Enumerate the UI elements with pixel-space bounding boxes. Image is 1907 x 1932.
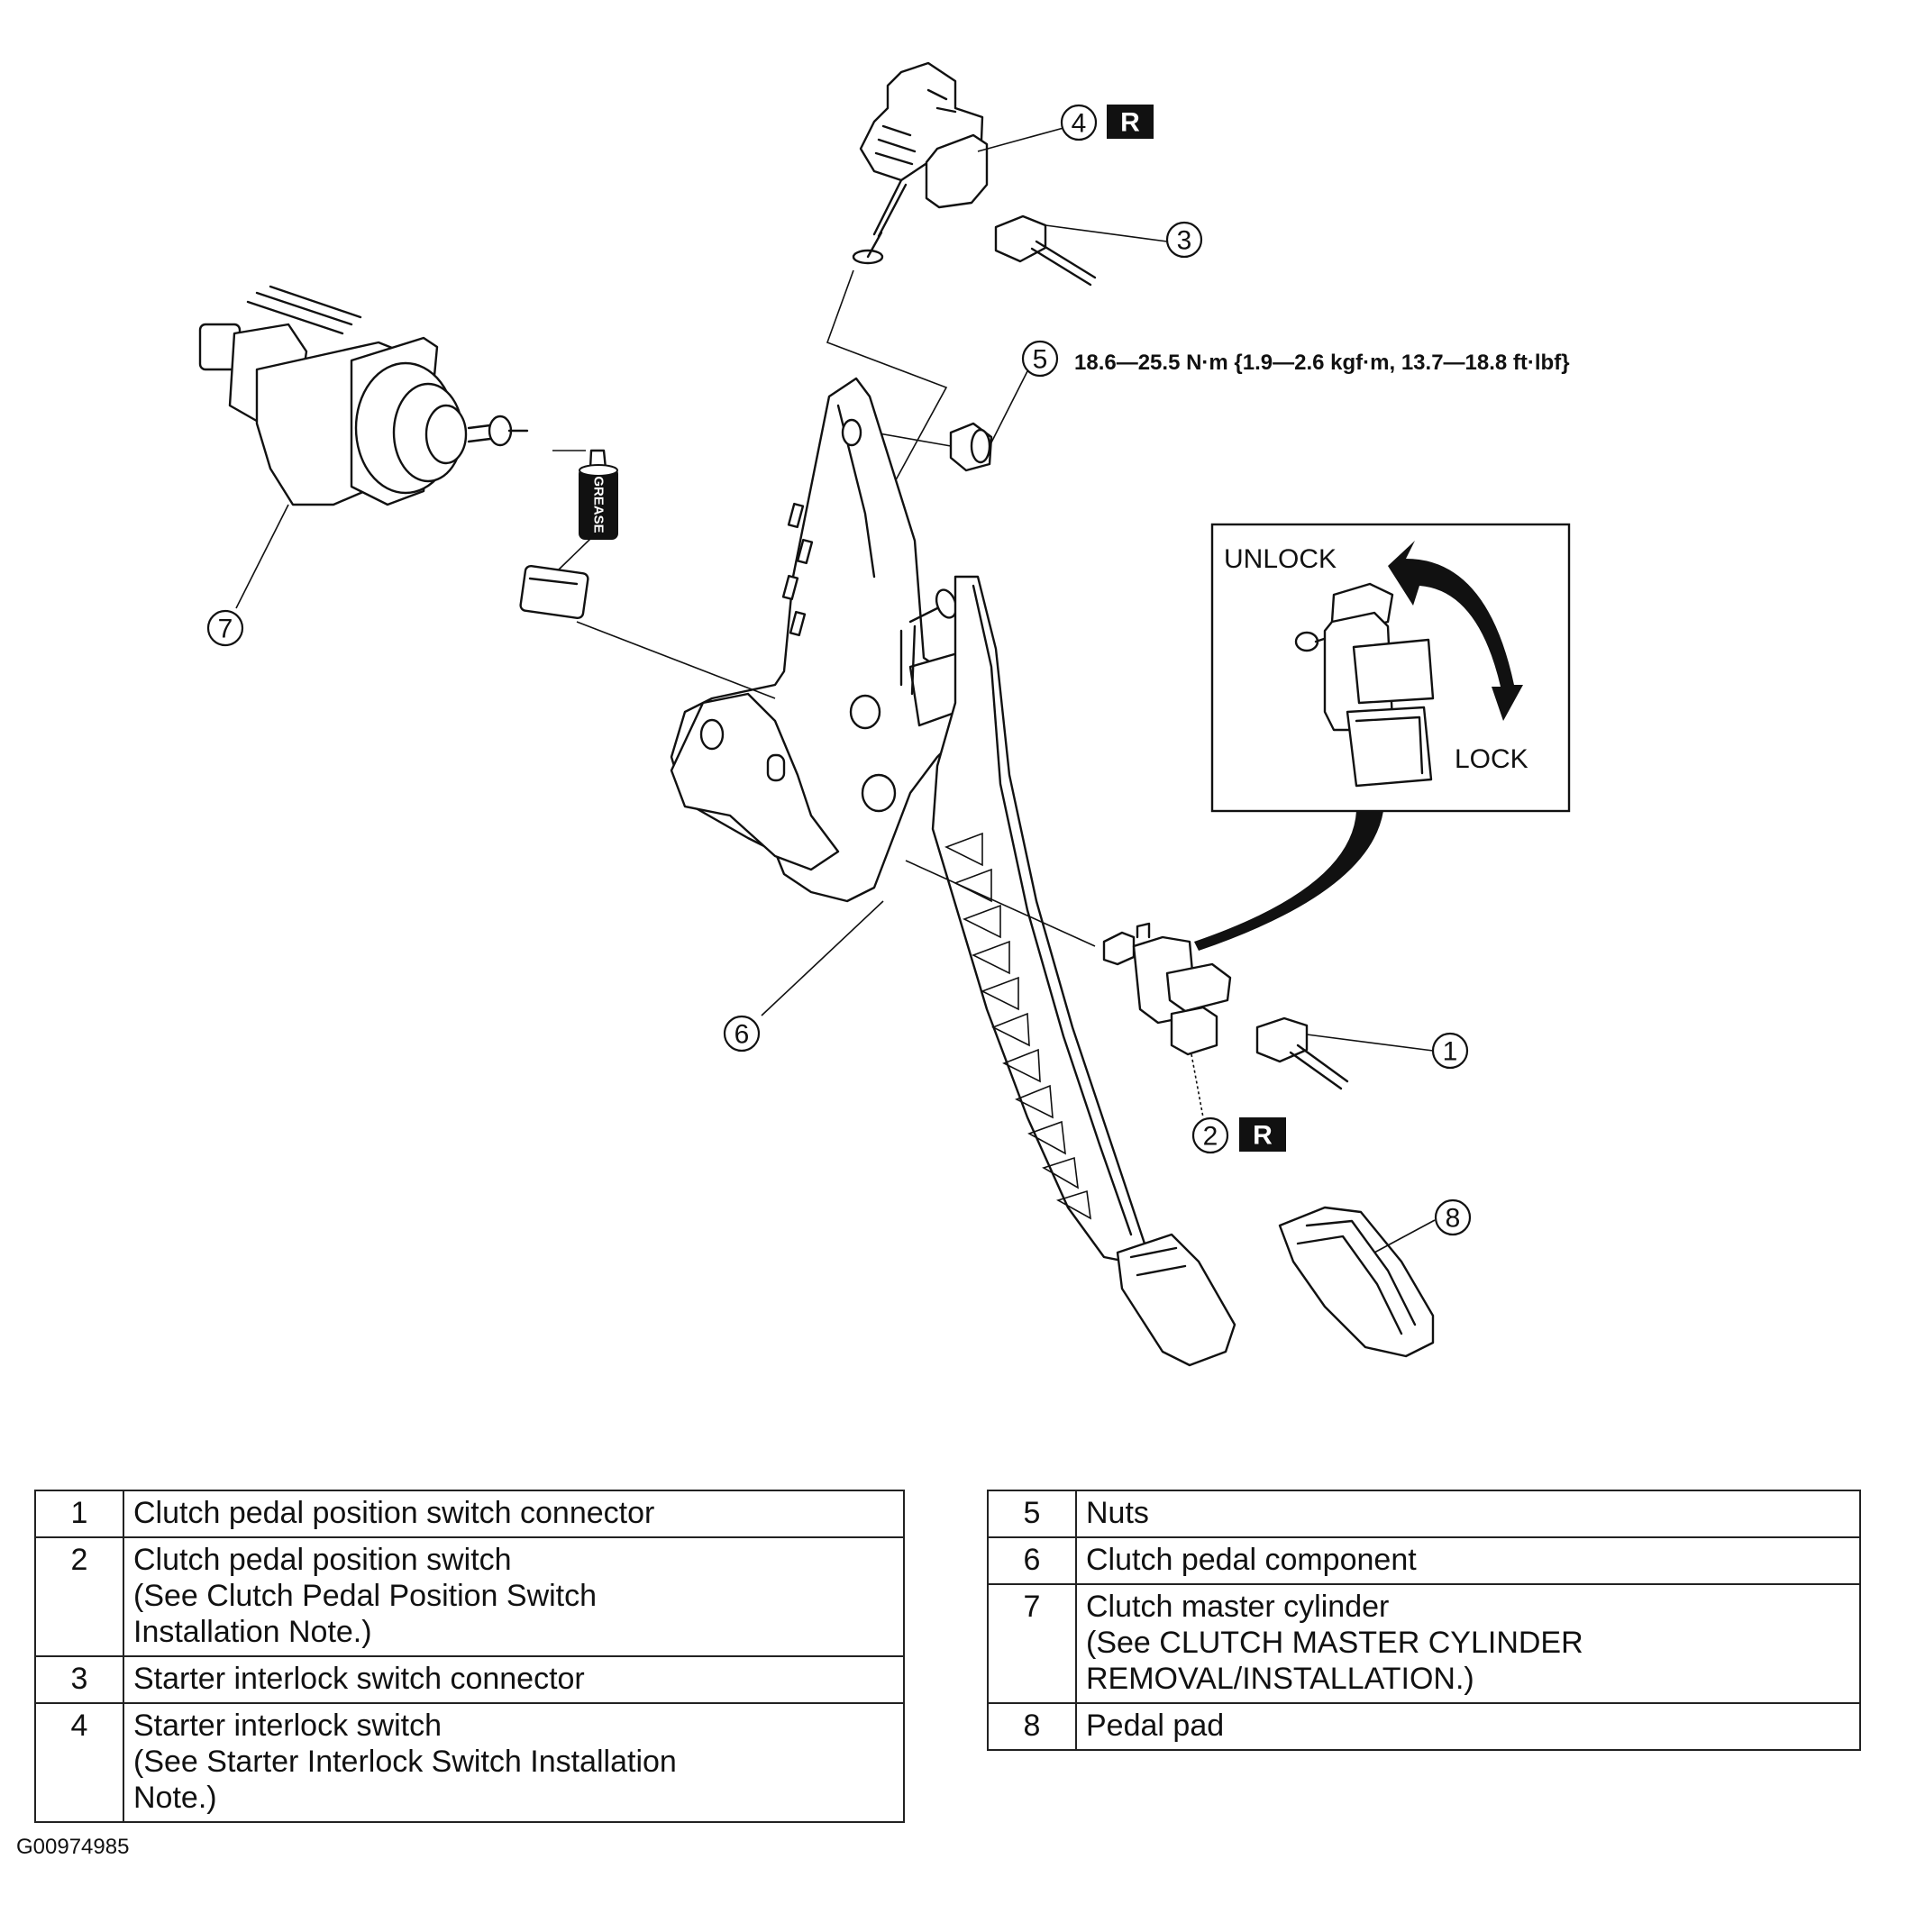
table-row: 3 Starter interlock switch connector [34, 1655, 905, 1704]
part-description: Clutch pedal position switch (See Clutch… [123, 1536, 905, 1657]
part-desc-line: Installation Note.) [133, 1615, 372, 1649]
callout-3-number: 3 [1177, 226, 1192, 256]
callout-6-number: 6 [735, 1020, 750, 1050]
starter-interlock-connector [994, 214, 1097, 287]
callout-5: 5 [1021, 340, 1059, 378]
starter-interlock-switch [852, 61, 989, 265]
part-desc-line: Clutch pedal component [1086, 1543, 1417, 1577]
part-description: Clutch pedal position switch connector [123, 1490, 905, 1538]
callout-3: 3 [1165, 221, 1203, 259]
part-desc-line: Pedal pad [1086, 1709, 1225, 1743]
part-description: Starter interlock switch (See Starter In… [123, 1702, 905, 1823]
part-description: Starter interlock switch connector [123, 1655, 905, 1704]
callout-8: 8 [1434, 1198, 1472, 1236]
unlock-label: UNLOCK [1224, 544, 1337, 574]
part-number: 6 [987, 1536, 1077, 1585]
callout-6: 6 [723, 1015, 761, 1053]
callout-8-number: 8 [1446, 1204, 1461, 1234]
grease-label: GREASE [591, 476, 607, 533]
part-desc-line: (See Clutch Pedal Position Switch [133, 1579, 598, 1613]
part-desc-line: Starter interlock switch connector [133, 1662, 585, 1696]
part-desc-line: Nuts [1086, 1496, 1149, 1530]
part-number: 8 [987, 1702, 1077, 1751]
part-number: 7 [987, 1583, 1077, 1704]
figure-id: G00974985 [16, 1835, 130, 1859]
replace-badge-4 [1107, 105, 1154, 139]
torque-spec-text: 18.6—25.5 N·m {1.9—2.6 kgf·m, 13.7—18.8 … [1074, 351, 1570, 375]
part-description: Clutch master cylinder (See CLUTCH MASTE… [1075, 1583, 1861, 1704]
part-desc-line: (See Starter Interlock Switch Installati… [133, 1745, 677, 1779]
replace-badge-2 [1239, 1117, 1286, 1152]
table-row: 8 Pedal pad [987, 1702, 1861, 1751]
exploded-view-diagram: GREASE UNLOCK LOCK 18.6—25.5 N·m {1.9—2.… [198, 61, 1571, 1367]
table-row: 5 Nuts [987, 1490, 1861, 1538]
table-row: 1 Clutch pedal position switch connector [34, 1490, 905, 1538]
part-number: 4 [34, 1702, 124, 1823]
table-row: 4 Starter interlock switch (See Starter … [34, 1702, 905, 1823]
part-description: Nuts [1075, 1490, 1861, 1538]
parts-legend-left: 1 Clutch pedal position switch connector… [34, 1490, 905, 1823]
callout-4: 4 R [1060, 104, 1154, 141]
callout-4-number: 4 [1072, 109, 1087, 139]
grease-can-icon: GREASE [552, 449, 618, 570]
part-number: 5 [987, 1490, 1077, 1538]
part-desc-line: Clutch pedal position switch [133, 1543, 512, 1577]
lock-label: LOCK [1455, 744, 1528, 774]
part-desc-line: Starter interlock switch [133, 1709, 442, 1743]
part-desc-line: Clutch pedal position switch connector [133, 1496, 655, 1530]
clutch-master-cylinder [198, 285, 589, 620]
part-description: Pedal pad [1075, 1702, 1861, 1751]
table-row: 6 Clutch pedal component [987, 1536, 1861, 1585]
nut [949, 422, 993, 472]
callout-5-number: 5 [1033, 345, 1048, 375]
callout-2: 2 R [1191, 1116, 1286, 1154]
lock-unlock-inset: UNLOCK LOCK [1194, 523, 1571, 951]
parts-legend-right: 5 Nuts 6 Clutch pedal component 7 Clutch… [987, 1490, 1861, 1751]
part-number: 3 [34, 1655, 124, 1704]
part-desc-line: (See CLUTCH MASTER CYLINDER [1086, 1626, 1583, 1660]
part-description: Clutch pedal component [1075, 1536, 1861, 1585]
pedal-pad [1278, 1206, 1435, 1358]
part-desc-line: REMOVAL/INSTALLATION.) [1086, 1662, 1474, 1696]
clutch-pedal-switch-connector [1255, 1016, 1349, 1090]
part-number: 1 [34, 1490, 124, 1538]
table-row: 2 Clutch pedal position switch (See Clut… [34, 1536, 905, 1657]
replace-badge-4-text: R [1120, 108, 1140, 138]
callout-1-number: 1 [1443, 1037, 1458, 1067]
part-desc-line: Clutch master cylinder [1086, 1590, 1390, 1624]
callout-7-number: 7 [218, 615, 233, 644]
callout-7: 7 [206, 609, 244, 647]
part-number: 2 [34, 1536, 124, 1657]
callout-2-number: 2 [1203, 1122, 1218, 1152]
clutch-pedal-component [670, 377, 1236, 1367]
table-row: 7 Clutch master cylinder (See CLUTCH MAS… [987, 1583, 1861, 1704]
replace-badge-2-text: R [1253, 1121, 1273, 1151]
callout-1: 1 [1431, 1032, 1469, 1070]
part-desc-line: Note.) [133, 1781, 217, 1815]
clutch-pedal-position-switch [905, 860, 1232, 1056]
